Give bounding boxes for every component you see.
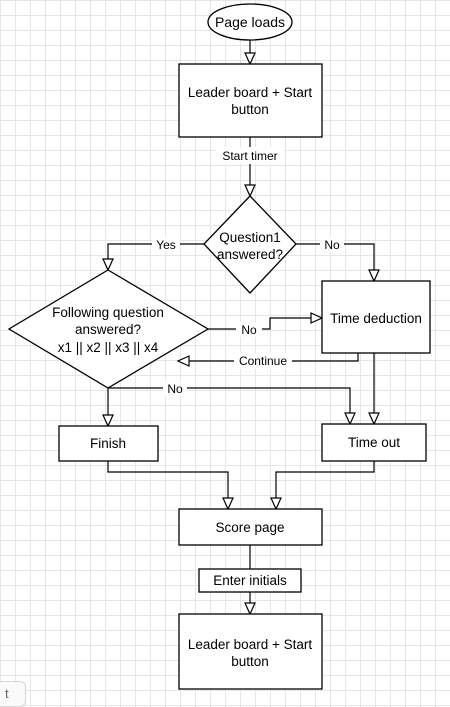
edge-arrowhead [344, 412, 356, 426]
edge-following-no-to-timeout [108, 387, 351, 413]
edge-arrowhead [368, 269, 380, 283]
edge-arrowhead [270, 497, 282, 511]
edge-labels: Start timer Yes No No Continue No [152, 147, 344, 396]
node-time-out: Time out [321, 423, 427, 462]
node-question1-line1: Question1 [219, 230, 281, 245]
node-time-out-label: Time out [348, 435, 400, 450]
node-leaderboard-top: Leader board + Start button [178, 63, 323, 138]
node-leaderboard-bottom-line2: button [231, 654, 269, 669]
edge-arrowhead [176, 355, 190, 367]
edge-arrowhead [244, 602, 256, 616]
node-finish: Finish [58, 425, 159, 462]
edge-arrowhead [368, 412, 380, 426]
edge-arrowhead [102, 414, 114, 428]
edge-label-start-timer: Start timer [222, 149, 277, 163]
node-leaderboard-bottom: Leader board + Start button [178, 613, 323, 690]
node-enter-initials-label: Enter initials [213, 573, 287, 588]
edge-timeout-to-score [275, 461, 375, 498]
edge-label-following-no: No [241, 323, 257, 337]
edge-arrowhead [310, 312, 324, 324]
node-score-page: Score page [178, 508, 323, 546]
node-page-loads-label: Page loads [215, 14, 285, 30]
node-enter-initials: Enter initials [198, 568, 302, 593]
node-leaderboard-top-line2: button [231, 102, 269, 117]
node-following-question: Following question answered? x1 || x2 ||… [7, 269, 210, 389]
edge-label-following-no-timeout: No [167, 382, 183, 396]
node-following-line2: answered? [75, 322, 141, 337]
node-finish-label: Finish [90, 436, 126, 451]
corner-tab[interactable]: t [0, 681, 26, 707]
edge-finish-to-score [107, 461, 229, 498]
edge-arrowhead [222, 497, 234, 511]
node-time-deduction-label: Time deduction [330, 311, 422, 326]
edge-label-continue: Continue [239, 354, 287, 368]
node-score-page-label: Score page [215, 520, 284, 535]
edge-label-question1-no: No [324, 238, 340, 252]
node-time-deduction: Time deduction [321, 280, 431, 354]
node-following-line3: x1 || x2 || x3 || x4 [58, 340, 159, 355]
edge-arrowhead [244, 52, 256, 66]
edges [102, 40, 380, 616]
node-question1: Question1 answered? [203, 195, 297, 294]
edge-label-question1-yes: Yes [156, 238, 176, 252]
edge-arrowhead [102, 258, 114, 272]
edge-arrowhead [244, 184, 256, 198]
node-question1-line2: answered? [217, 247, 283, 262]
node-leaderboard-top-line1: Leader board + Start [188, 85, 312, 100]
node-following-line1: Following question [52, 305, 164, 320]
node-leaderboard-bottom-line1: Leader board + Start [188, 637, 312, 652]
node-page-loads: Page loads [207, 3, 293, 41]
